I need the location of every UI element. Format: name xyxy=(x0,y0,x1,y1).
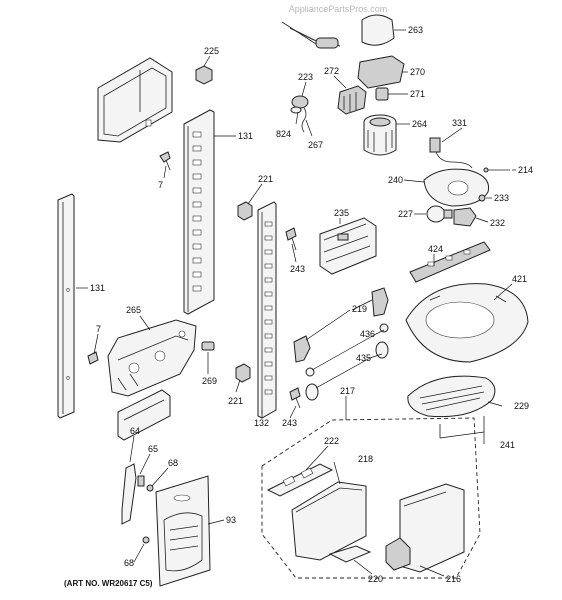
part-269-fitting xyxy=(201,341,215,351)
part-222-filter-frame xyxy=(266,463,334,497)
callout-243-upper: 243 xyxy=(290,264,305,274)
callout-68-lower: 68 xyxy=(124,558,134,568)
callout-68-upper: 68 xyxy=(168,458,178,468)
callout-824: 824 xyxy=(276,129,291,139)
part-270-housing xyxy=(357,55,405,89)
callout-243-lower: 243 xyxy=(282,418,297,428)
callout-263: 263 xyxy=(408,25,423,35)
callout-424: 424 xyxy=(428,244,443,254)
part-232-socket xyxy=(453,207,477,227)
callout-220: 220 xyxy=(368,574,383,584)
part-7-screw-lower xyxy=(87,351,99,365)
callout-218: 218 xyxy=(358,454,373,464)
callout-217: 217 xyxy=(340,386,355,396)
callout-271: 271 xyxy=(410,89,425,99)
callout-241: 241 xyxy=(500,440,515,450)
part-218-cover xyxy=(291,481,367,561)
callout-270: 270 xyxy=(410,67,425,77)
part-225-clip xyxy=(195,65,213,85)
part-331-wire-harness xyxy=(429,137,473,169)
callout-labels: 263 225 223 272 270 271 131 824 267 264 … xyxy=(90,25,533,584)
callout-219: 219 xyxy=(352,304,367,314)
callout-229: 229 xyxy=(514,401,529,411)
callout-269: 269 xyxy=(202,376,217,386)
cabinet-frame xyxy=(97,57,173,143)
part-214-screw xyxy=(483,167,510,173)
callout-331: 331 xyxy=(452,118,467,128)
art-number: (ART NO. WR20617 C5) xyxy=(64,579,153,588)
callout-64: 64 xyxy=(130,426,140,436)
part-220-gasket xyxy=(328,545,372,563)
part-68-screw-lower xyxy=(142,536,150,544)
callout-265: 265 xyxy=(126,305,141,315)
part-221-clip-upper xyxy=(237,201,253,221)
callout-223: 223 xyxy=(298,72,313,82)
part-216-housing xyxy=(385,483,465,573)
part-263-cap xyxy=(281,14,395,49)
callout-421: 421 xyxy=(512,274,527,284)
part-243-screw-lower xyxy=(289,387,301,409)
lower-hinge-plate xyxy=(117,389,171,441)
callout-7-upper: 7 xyxy=(158,180,163,190)
callout-214: 214 xyxy=(518,165,533,175)
part-7-screw-upper xyxy=(159,151,171,171)
callout-272: 272 xyxy=(324,66,339,76)
callout-435: 435 xyxy=(356,353,371,363)
callout-232: 232 xyxy=(490,218,505,228)
part-219-socket-upper xyxy=(371,287,389,317)
part-435-bulb xyxy=(305,341,389,401)
part-64-hinge-arm xyxy=(121,463,137,525)
callout-235: 235 xyxy=(334,208,349,218)
part-219-socket-lower xyxy=(293,335,311,363)
part-227-bulb xyxy=(426,205,453,223)
part-421-light-housing xyxy=(405,283,529,363)
callout-264: 264 xyxy=(412,119,427,129)
part-424-circuit-board xyxy=(409,241,491,283)
callout-267: 267 xyxy=(308,140,323,150)
callout-65: 65 xyxy=(148,444,158,454)
part-265-hinge-bracket xyxy=(107,319,197,397)
part-235-control-panel xyxy=(319,217,377,275)
part-272-connector xyxy=(337,85,367,115)
rail-132-slots xyxy=(264,221,273,395)
part-240-socket-plate xyxy=(423,168,490,207)
callout-7-lower: 7 xyxy=(96,324,101,334)
part-264-motor xyxy=(363,114,397,156)
callout-131-outer: 131 xyxy=(90,283,105,293)
part-68-screw-upper xyxy=(146,484,154,492)
part-271-fitting xyxy=(375,87,389,101)
callout-132: 132 xyxy=(254,418,269,428)
callout-221-upper: 221 xyxy=(258,174,273,184)
watermark: AppliancePartsPros.com xyxy=(289,4,388,14)
part-243-screw-upper xyxy=(285,227,297,251)
part-131-outer-rail xyxy=(57,193,75,419)
part-233-screw xyxy=(478,194,486,202)
callout-222: 222 xyxy=(324,436,339,446)
callout-233: 233 xyxy=(494,193,509,203)
part-132-right-rail xyxy=(257,201,277,419)
leader-lines xyxy=(76,29,516,577)
part-229-lens xyxy=(407,375,496,418)
callout-225: 225 xyxy=(204,46,219,56)
callout-240: 240 xyxy=(388,175,403,185)
callout-131-inner: 131 xyxy=(238,131,253,141)
callout-221-lower: 221 xyxy=(228,396,243,406)
part-217-kit-box xyxy=(261,417,481,579)
part-93-dispenser-cover xyxy=(155,475,211,587)
part-824-clip xyxy=(290,106,302,114)
part-267-spring xyxy=(301,107,307,133)
part-221-clip-lower xyxy=(235,363,251,383)
callout-227: 227 xyxy=(398,209,413,219)
rail-slots xyxy=(192,131,202,292)
part-223-ring xyxy=(291,95,309,109)
part-131-left-rail xyxy=(183,109,215,315)
callout-93: 93 xyxy=(226,515,236,525)
part-241-pins xyxy=(439,416,485,438)
callout-436: 436 xyxy=(360,329,375,339)
part-65-pin xyxy=(137,475,145,487)
callout-216: 216 xyxy=(446,574,461,584)
